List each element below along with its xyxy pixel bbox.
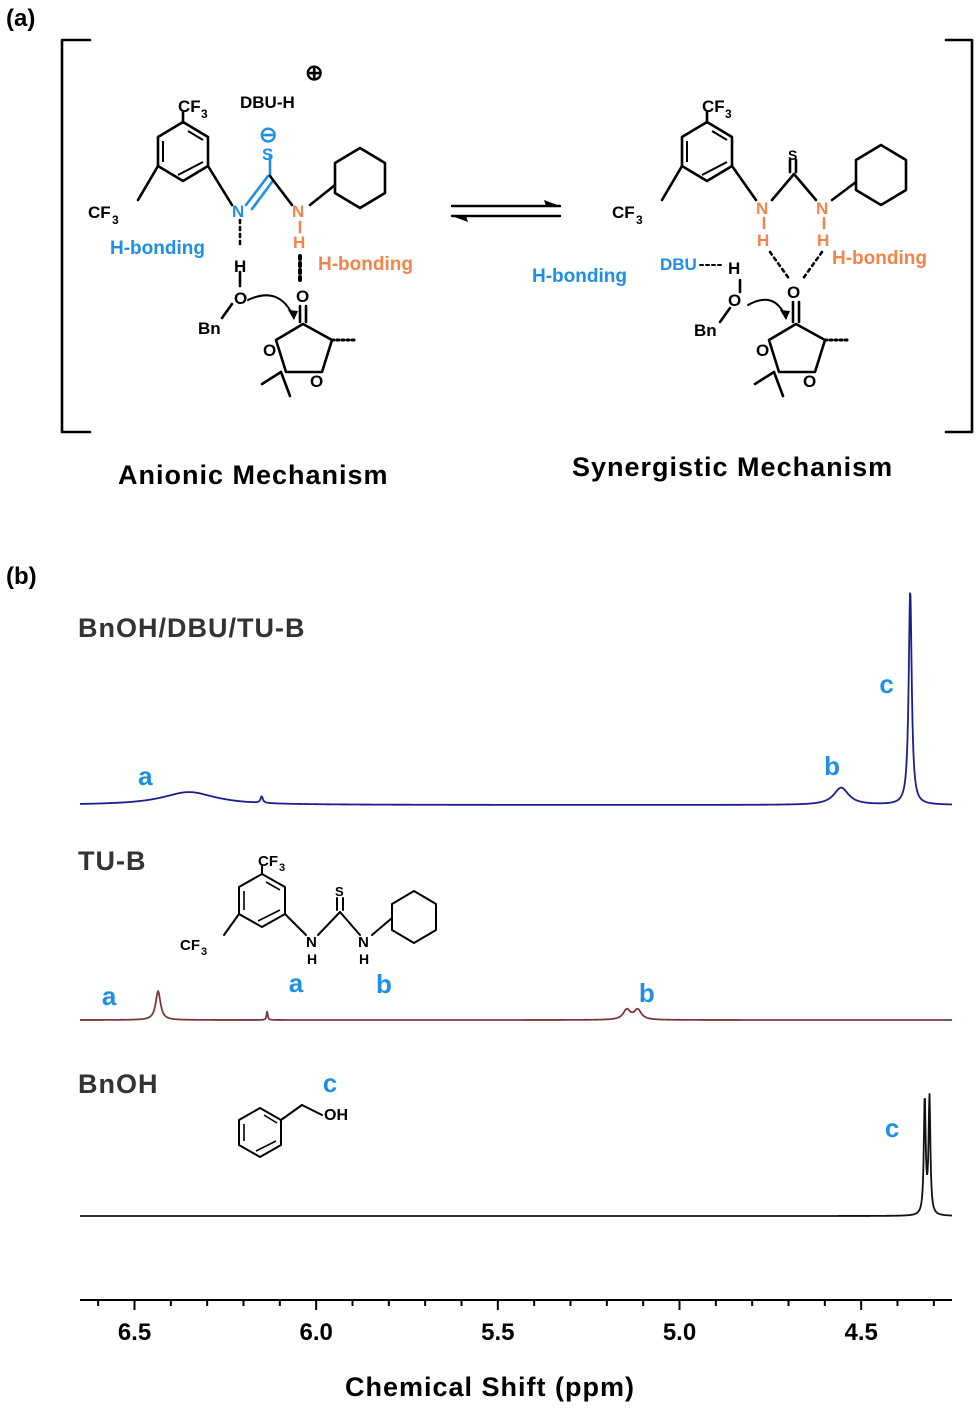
spectrum-label-2: BnOH xyxy=(78,1069,159,1099)
oh-h-left: H xyxy=(234,257,246,276)
hbond-orange-left: H-bonding xyxy=(318,254,413,275)
minus-charge: ⊖ xyxy=(259,122,277,147)
peak-annotation-2-0: c xyxy=(885,1113,899,1143)
dbu-h-label: DBU-H xyxy=(240,93,295,112)
left-bracket xyxy=(60,38,92,434)
cf3-left-label-left: CF xyxy=(88,203,111,222)
tu-h1-atom: H xyxy=(307,951,317,967)
tu-cf3-left: CF xyxy=(180,937,200,954)
right-bracket xyxy=(944,38,974,434)
o-carbonyl-right: O xyxy=(787,283,800,302)
panel-a-label: (a) xyxy=(6,5,35,32)
anionic-structure xyxy=(136,110,387,398)
tu-n2-atom: N xyxy=(358,934,369,951)
o-ring2-left: O xyxy=(310,372,323,391)
spectrum-line-1 xyxy=(80,989,952,1021)
x-tick-label: 4.5 xyxy=(844,1319,877,1346)
tu-n1-atom: N xyxy=(306,934,317,951)
n2-atom-left: N xyxy=(292,202,304,221)
n1-atom-right: N xyxy=(756,199,768,218)
tu-b-structure xyxy=(223,865,437,944)
cf3-left-label-right: CF xyxy=(612,203,635,222)
peak-annotation-1-0: a xyxy=(102,981,117,1011)
o-ring1-left: O xyxy=(263,341,276,360)
n1-h-right: H xyxy=(757,231,769,250)
structure-label-2: c xyxy=(323,1068,337,1098)
spectrum-line-2 xyxy=(80,1093,953,1217)
x-axis-title: Chemical Shift (ppm) xyxy=(345,1372,635,1402)
cf3-top-sub-right: 3 xyxy=(725,107,732,121)
spectrum-label-1: TU-B xyxy=(78,846,146,876)
bnoh-oh: OH xyxy=(324,1107,348,1124)
peak-annotation-0-2: c xyxy=(879,669,893,699)
bn-right: Bn xyxy=(694,321,717,340)
cf3-left-sub-left: 3 xyxy=(112,213,119,227)
bnoh-structure xyxy=(238,1104,323,1158)
oh-h-right: H xyxy=(728,259,740,278)
cf3-top-label-left: CF xyxy=(178,97,201,116)
o-ring2-right: O xyxy=(803,372,816,391)
plus-charge: ⊕ xyxy=(305,60,323,85)
n1-atom-left: N xyxy=(232,202,244,221)
synergistic-mechanism-title: Synergistic Mechanism xyxy=(572,452,893,482)
cf3-top-label-right: CF xyxy=(702,97,725,116)
x-tick-label: 5.0 xyxy=(663,1319,696,1346)
hbond-blue-right: H-bonding xyxy=(532,266,627,287)
peak-annotation-0-0: a xyxy=(138,761,153,791)
peak-annotation-1-1: b xyxy=(639,978,655,1008)
tu-cf3-top: CF xyxy=(258,853,278,870)
cf3-top-sub-left: 3 xyxy=(201,107,208,121)
n2-h-left: H xyxy=(293,233,305,252)
tu-cf3-top-sub: 3 xyxy=(279,862,285,874)
n2-atom-right: N xyxy=(816,199,828,218)
x-tick-label: 6.0 xyxy=(299,1319,332,1346)
s-atom-left: S xyxy=(262,145,273,164)
tu-cf3-left-sub: 3 xyxy=(201,946,207,958)
n2-h-right: H xyxy=(817,231,829,250)
x-axis: 6.5 6.0 5.5 5.0 4.5 xyxy=(80,1299,952,1346)
hbond-orange-right: H-bonding xyxy=(832,248,927,269)
peak-annotation-0-1: b xyxy=(824,751,840,781)
anionic-mechanism-title: Anionic Mechanism xyxy=(118,460,389,490)
structure-label-1: b xyxy=(376,969,392,999)
spectrum-label-0: BnOH/DBU/TU-B xyxy=(78,613,305,643)
spectrum-line-0 xyxy=(79,592,953,806)
synergistic-structure xyxy=(660,110,908,398)
dbu-right: DBU xyxy=(660,255,697,274)
o-carbonyl-left: O xyxy=(296,287,309,306)
s-atom-right: S xyxy=(788,147,797,163)
cf3-left-sub-right: 3 xyxy=(636,213,643,227)
tu-s-atom: S xyxy=(335,884,344,899)
o-bn-right: O xyxy=(728,291,741,310)
panel-b-label: (b) xyxy=(6,563,37,590)
structure-label-0: a xyxy=(289,968,304,998)
tu-h2-atom: H xyxy=(359,951,369,967)
hbond-blue-left: H-bonding xyxy=(110,238,205,259)
x-tick-label: 6.5 xyxy=(118,1319,151,1346)
o-bn-left: O xyxy=(234,289,247,308)
bn-left: Bn xyxy=(198,319,221,338)
equilibrium-arrow xyxy=(450,200,562,222)
x-tick-label: 5.5 xyxy=(481,1319,514,1346)
o-ring1-right: O xyxy=(756,341,769,360)
